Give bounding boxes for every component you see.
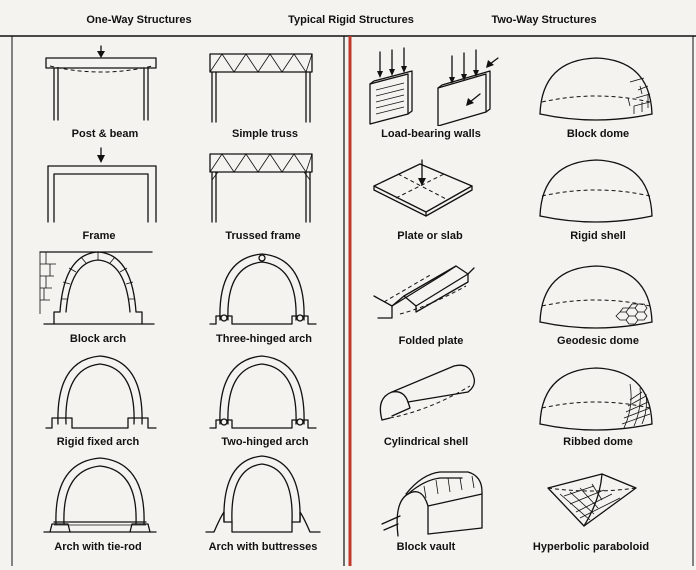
rigid-shell-icon bbox=[539, 159, 653, 223]
block-arch-icon bbox=[39, 251, 155, 325]
post-and-beam-icon bbox=[45, 45, 157, 121]
geodesic-dome-icon bbox=[539, 265, 653, 329]
label-block-vault: Block vault bbox=[396, 541, 456, 553]
label-three-hinged-arch: Three-hinged arch bbox=[216, 333, 312, 345]
label-arch-with-buttresses: Arch with buttresses bbox=[208, 541, 318, 553]
plate-or-slab-icon bbox=[373, 159, 473, 217]
label-rigid-shell: Rigid shell bbox=[570, 230, 626, 242]
label-frame: Frame bbox=[82, 230, 116, 242]
label-block-arch: Block arch bbox=[69, 333, 127, 345]
load-bearing-walls-icon bbox=[369, 47, 499, 126]
trussed-frame-icon bbox=[209, 153, 313, 223]
two-way-header: Two-Way Structures bbox=[491, 14, 597, 26]
frame-icon bbox=[47, 147, 157, 223]
label-trussed-frame: Trussed frame bbox=[225, 230, 301, 242]
arch-with-buttresses-icon bbox=[205, 455, 321, 533]
label-post-and-beam: Post & beam bbox=[71, 128, 139, 140]
label-hyperbolic-paraboloid: Hyperbolic paraboloid bbox=[532, 541, 650, 553]
block-dome-icon bbox=[539, 57, 653, 121]
folded-plate-icon bbox=[373, 265, 475, 319]
label-rigid-fixed-arch: Rigid fixed arch bbox=[56, 436, 140, 448]
label-ribbed-dome: Ribbed dome bbox=[563, 436, 633, 448]
arch-with-tie-rod-icon bbox=[43, 457, 157, 533]
label-cylindrical-shell: Cylindrical shell bbox=[383, 436, 469, 448]
hyperbolic-paraboloid-icon bbox=[547, 473, 637, 527]
label-simple-truss: Simple truss bbox=[231, 128, 299, 140]
three-hinged-arch-icon bbox=[209, 253, 317, 325]
label-plate-or-slab: Plate or slab bbox=[397, 230, 463, 242]
block-vault-icon bbox=[381, 471, 483, 537]
label-arch-with-tie-rod: Arch with tie-rod bbox=[54, 541, 142, 553]
rigid-fixed-arch-icon bbox=[45, 355, 157, 429]
label-two-hinged-arch: Two-hinged arch bbox=[221, 436, 309, 448]
one-way-header: One-Way Structures bbox=[86, 14, 192, 26]
chart-title: Typical Rigid Structures bbox=[288, 14, 414, 26]
label-geodesic-dome: Geodesic dome bbox=[557, 335, 639, 347]
label-block-dome: Block dome bbox=[566, 128, 630, 140]
simple-truss-icon bbox=[209, 53, 313, 123]
cylindrical-shell-icon bbox=[379, 364, 476, 421]
label-load-bearing-walls: Load-bearing walls bbox=[381, 128, 481, 140]
two-hinged-arch-icon bbox=[209, 355, 317, 429]
ribbed-dome-icon bbox=[539, 367, 653, 431]
label-folded-plate: Folded plate bbox=[398, 335, 464, 347]
